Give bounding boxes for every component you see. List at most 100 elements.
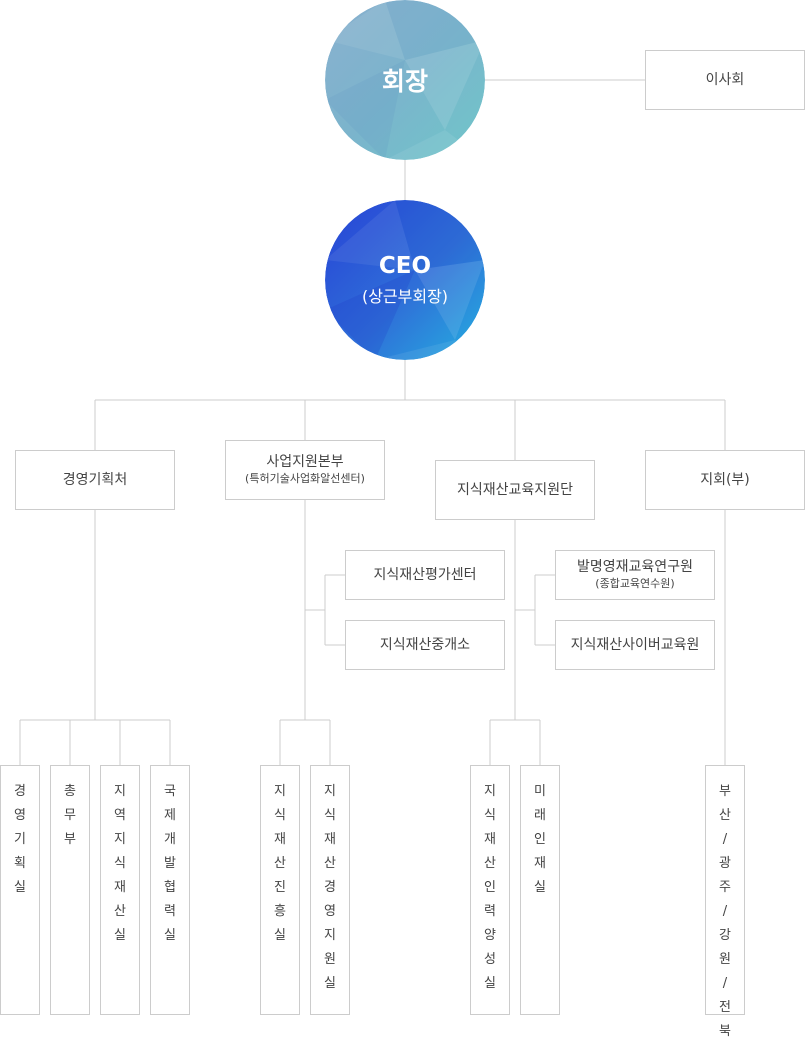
board-box: 이사회 [645,50,805,110]
office-label-char: 영 [14,808,26,823]
office-label-char: 산 [274,856,286,871]
office-label-char: 무 [64,808,76,823]
office-label-char: 재 [324,832,336,847]
office-label-char: 제 [164,808,176,823]
office-label-char: 실 [534,880,546,895]
center-evaluation: 지식재산평가센터 [345,550,505,600]
office-label-char: 발 [164,856,176,871]
center-invention-edu-label: 발명영재교육연구원 [577,559,693,576]
office-label-char: 협 [164,880,176,895]
center-evaluation-label: 지식재산평가센터 [373,566,477,583]
division-business: 사업지원본부 (특허기술사업화알선센터) [225,440,385,500]
office-label-char: 원 [719,952,731,967]
division-education-label: 지식재산교육지원단 [457,481,573,498]
division-branch-label: 지회(부) [700,471,750,488]
division-branch: 지회(부) [645,450,805,510]
office-label-char: 재 [484,832,496,847]
office-label-char: / [722,904,728,919]
ceo-label: CEO [378,253,432,279]
center-cyber-edu-label: 지식재산사이버교육원 [570,636,700,653]
division-business-sublabel: (특허기술사업화알선센터) [245,472,365,486]
office-label-char: 진 [274,880,286,895]
board-label: 이사회 [705,71,745,88]
chairman-label: 회장 [381,67,428,96]
office-label-char: / [722,976,728,991]
connector-lines [19,79,726,765]
office-label-char: 력 [484,904,496,919]
center-brokerage: 지식재산중개소 [345,620,505,670]
office-label-char: / [722,832,728,847]
office-label-char: 래 [534,808,546,823]
division-management: 경영기획처 [15,450,175,510]
center-brokerage-label: 지식재산중개소 [379,636,471,653]
office-label-char: 실 [274,928,286,943]
office-label-char: 미 [534,784,546,799]
office-label-char: 역 [114,808,126,823]
office-label-char: 산 [114,904,126,919]
office-label-char: 식 [484,808,496,823]
center-invention-edu: 발명영재교육연구원 (종합교육연수원) [555,550,715,600]
center-invention-edu-sublabel: (종합교육연수원) [595,577,675,591]
office-label-char: 지 [274,784,286,799]
office-label-char: 부 [64,832,76,847]
division-business-label: 사업지원본부 [266,454,344,471]
office-label-char: 지 [114,832,126,847]
office-label-char: 주 [719,880,731,895]
office-label-char: 성 [484,952,496,967]
chairman-circle-graphic [325,0,485,160]
office-label-char: 실 [114,928,126,943]
office-label-char: 북 [719,1024,731,1039]
ceo-sublabel: (상근부회장) [361,287,449,306]
office-label-char: 전 [719,1000,731,1015]
ceo-node: CEO (상근부회장) [325,200,485,360]
office-label-char: 력 [164,904,176,919]
office-label-char: 개 [164,832,176,847]
office-label-char: 지 [484,784,496,799]
office-label-char: 재 [114,880,126,895]
office-label-char: 획 [14,856,26,871]
office-label-char: 재 [534,856,546,871]
office-label-char: 광 [719,856,731,871]
office-label-char: 원 [324,952,336,967]
office-label-char: 식 [114,856,126,871]
office-label-char: 실 [484,976,496,991]
office-label-char: 지 [324,784,336,799]
office-label-char: 인 [484,880,496,895]
office-label-char: 기 [14,832,26,847]
office-label-char: 산 [719,808,731,823]
office-label-char: 부 [719,784,731,799]
chairman-node: 회장 [325,0,485,160]
center-cyber-edu: 지식재산사이버교육원 [555,620,715,670]
office-label-char: 인 [534,832,546,847]
office-label-char: 총 [64,784,76,799]
office-label-char: 산 [484,856,496,871]
office-label-char: 식 [324,808,336,823]
office-label-char: 식 [274,808,286,823]
office-label-char: 경 [14,784,26,799]
office-label-char: 양 [484,928,496,943]
office-label-char: 실 [324,976,336,991]
office-label-char: 재 [274,832,286,847]
ceo-circle-graphic [325,200,485,360]
division-education: 지식재산교육지원단 [435,460,595,520]
office-label-char: 실 [14,880,26,895]
office-label-char: 지 [114,784,126,799]
